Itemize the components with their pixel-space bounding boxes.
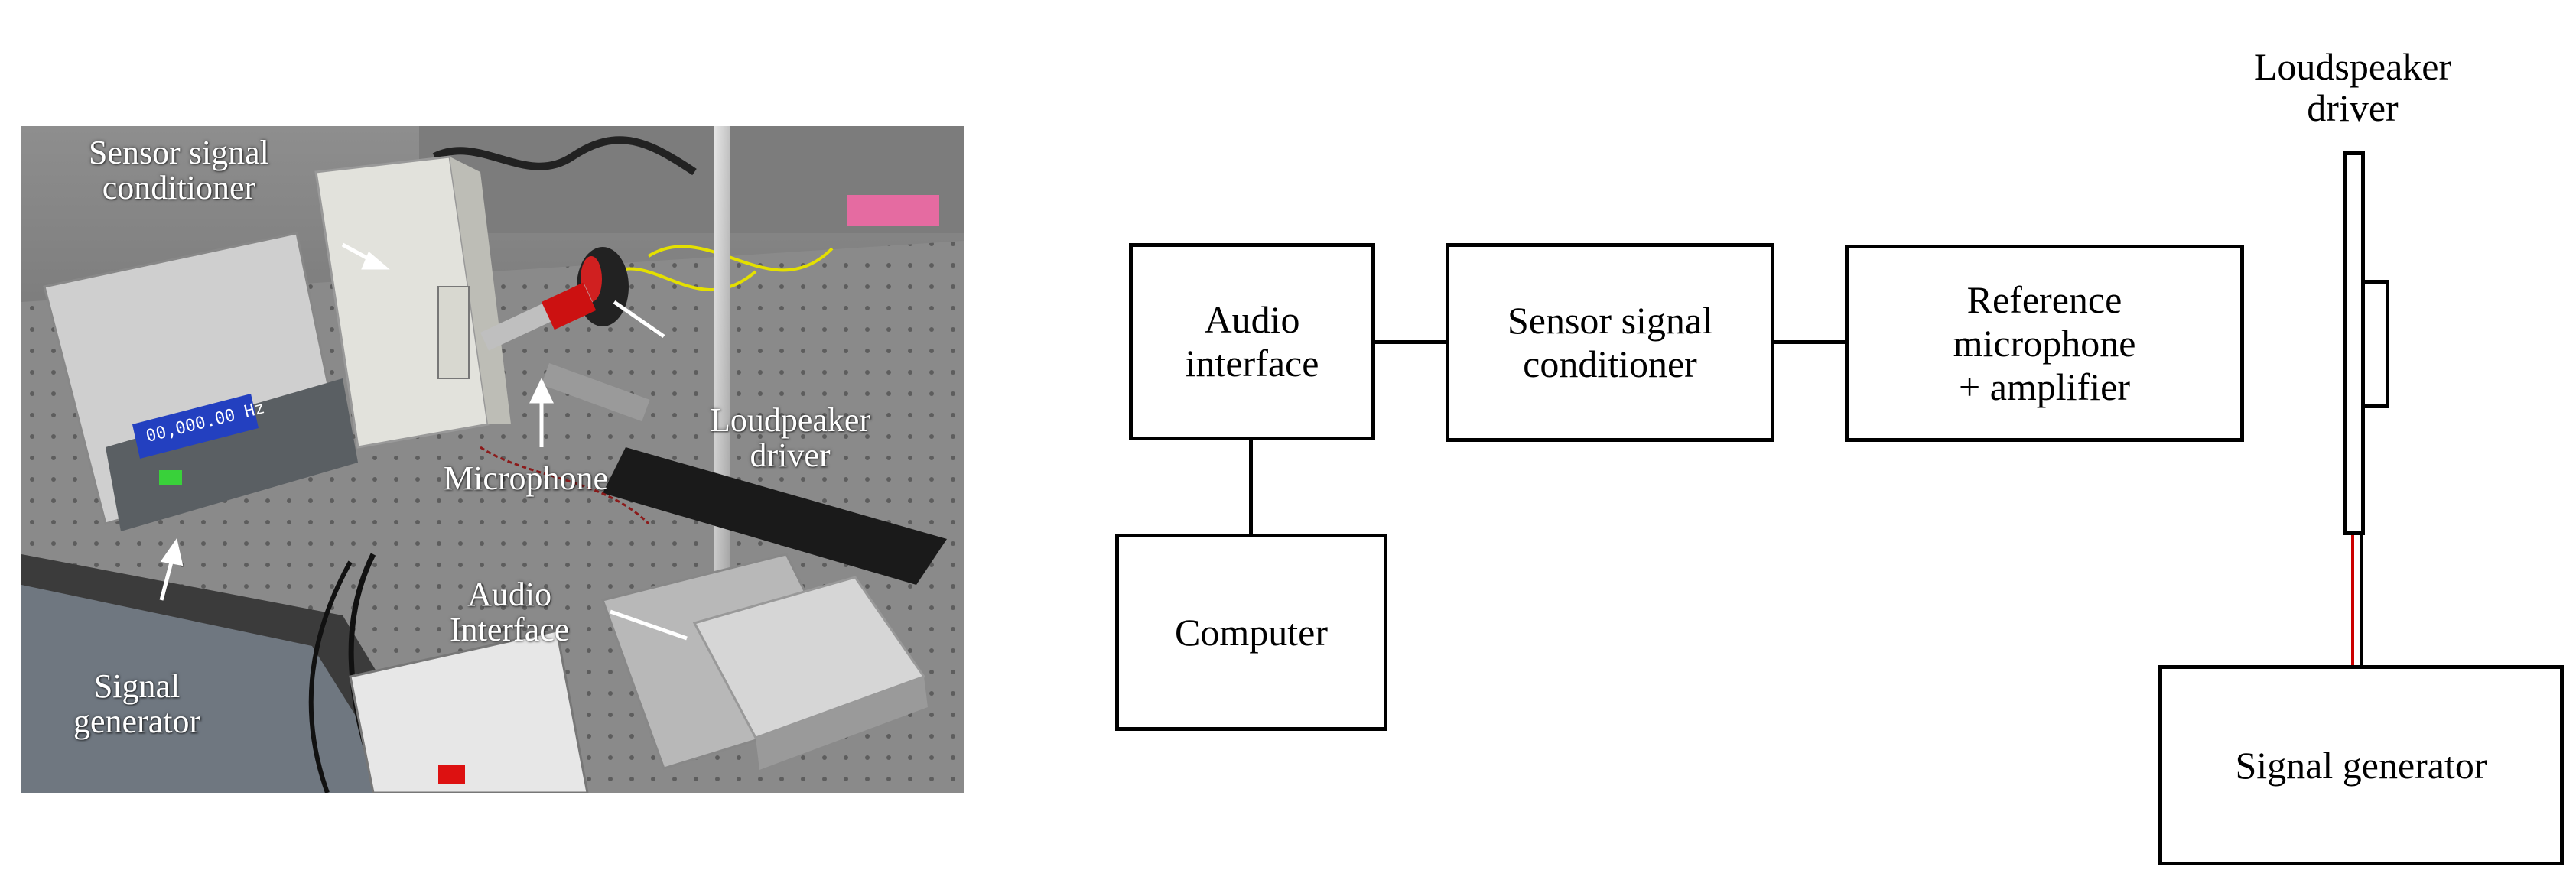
photo-label-signal-generator: Signal generator [73,669,200,739]
sensor-signal-conditioner-block: Sensor signal conditioner [1446,243,1774,442]
signal-wire-red [2351,535,2354,667]
diagram-label-line: driver [2307,86,2399,129]
photo-label-audio-interface: Audio Interface [450,577,569,648]
photo-label-line: Sensor signal [89,134,269,171]
block-label-line: conditioner [1523,342,1697,385]
block-label-line: Reference [1966,278,2122,321]
photo-label-line: generator [73,703,201,740]
experimental-setup-photo: 00,000.00 Hz [21,126,964,793]
block-label-line: interface [1185,342,1319,385]
loudspeaker-driver-label: Loudspeaker driver [2184,46,2521,128]
yellow-fiber [647,245,834,272]
audio-interface-side [756,677,928,770]
pink-item [847,195,939,226]
loudspeaker-driver-magnet [2365,280,2389,408]
cable [308,560,353,793]
photo-label-sensor-signal-conditioner: Sensor signal conditioner [89,135,269,206]
microphone-clamp [542,282,597,330]
audio-interface-block: Audio interface [1129,243,1375,440]
photo-label-line: Audio [467,576,552,613]
connector-conditioner-to-microphone [1774,340,1845,344]
diagram-label-line: Loudspeaker [2253,45,2452,88]
setup-photo-illustration: 00,000.00 Hz [21,126,964,793]
red-cable [480,446,650,525]
floor [21,585,404,793]
loudspeaker-driver-diaphragm [2343,151,2365,535]
connector-audio-to-computer [1249,440,1253,534]
photo-label-line: Interface [450,611,570,648]
photo-label-line: driver [750,437,831,474]
block-label-line: Signal generator [2235,743,2487,787]
block-label-line: microphone [1953,321,2136,365]
block-label-line: Computer [1175,610,1328,654]
signal-wire-black [2360,535,2363,667]
speaker-base [603,447,947,585]
photo-label-line: Loudpeaker [710,401,871,439]
block-label-line: Audio [1204,298,1300,341]
conditioner-panel [437,286,470,379]
power-strip [349,629,589,793]
generator-power-button [159,470,182,485]
photo-label-line: conditioner [102,169,256,206]
signal-generator-block: Signal generator [2158,665,2564,865]
reference-microphone-block: Reference microphone + amplifier [1845,245,2244,442]
signal-generator-display [132,394,259,459]
connector-audio-to-conditioner [1375,340,1446,344]
block-label-line: + amplifier [1959,365,2130,408]
background-cable [432,136,697,176]
signal-generator-front [106,378,358,531]
photo-label-microphone: Microphone [444,459,609,497]
photo-label-line: Signal [93,667,181,705]
computer-block: Computer [1115,534,1387,731]
block-label-line: Sensor signal [1507,299,1713,342]
speaker-rod [541,363,650,422]
photo-label-loudspeaker-driver: Loudpeaker driver [710,403,870,473]
sensor-signal-conditioner-side [450,157,511,424]
annotation-arrows [159,242,688,641]
power-strip-switch [438,765,465,784]
